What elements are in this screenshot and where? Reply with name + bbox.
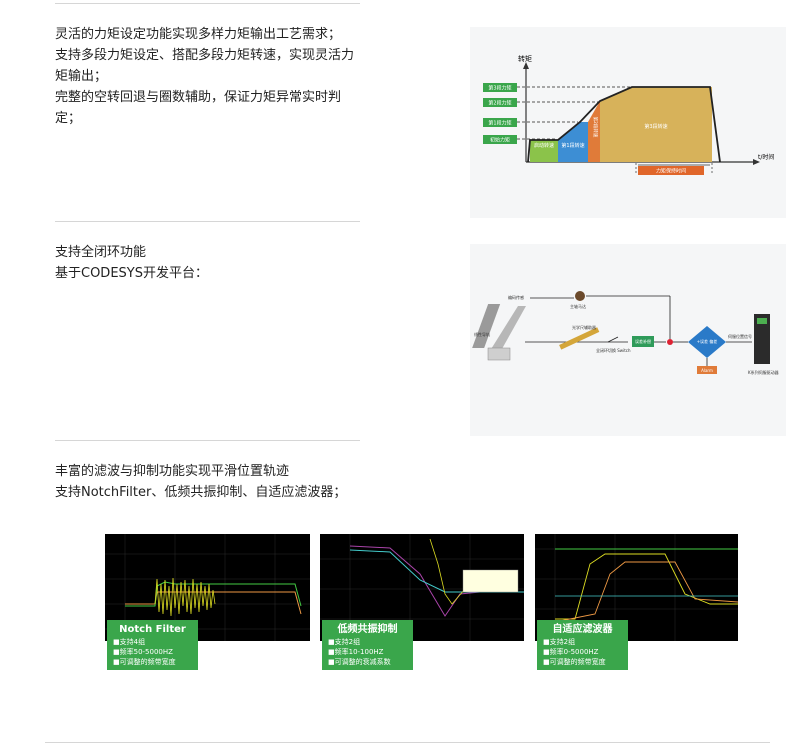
drive-label: K系列伺服驱动器 [748,369,779,375]
low-frequency-caption: 低频共振抑制 ■支持2组 ■频率10-100HZ ■可调整的衰减系数 [322,620,413,670]
x-axis-label: t/时间 [758,153,774,161]
caption-item: ■可调整的频带宽度 [113,658,176,666]
divider-1 [55,221,360,222]
closed-loop-description: 支持全闭环功能 基于CODESYS开发平台： [55,242,355,284]
caption-title: 低频共振抑制 [337,624,398,635]
text-line: 丰富的滤波与抑制功能实现平滑位置轨迹 [55,464,290,479]
caption-title: 自适应滤波器 [552,624,613,635]
svg-text:力矩保持时间: 力矩保持时间 [656,168,686,175]
svg-text:第3段力矩: 第3段力矩 [488,85,511,92]
caption-item: ■频率50-5000HZ [113,648,173,656]
divider-2 [55,440,360,441]
svg-text:第2段力矩: 第2段力矩 [488,100,511,107]
servo-drive-icon [754,314,770,364]
text-line: 完整的空转回退与圈数辅助，保证力矩异常实时判定； [55,90,342,126]
scale-label: 光学尺辅助器 [572,324,596,330]
text-line: 支持全闭环功能 [55,245,147,260]
svg-text:Alarm: Alarm [701,368,713,373]
level-labels: 第3段力矩 第2段力矩 第1段力矩 初始力矩 [483,83,517,144]
linear-label: 线性导轨 [474,331,490,337]
output-label: 伺服位置信号 [728,333,752,339]
svg-text:初始力矩: 初始力矩 [490,137,510,144]
motor-icon [575,291,585,301]
caption-title: Notch Filter [119,624,186,635]
svg-text:第2段转速: 第2段转速 [592,117,599,138]
text-line: 支持NotchFilter、低频共振抑制、自适应滤波器； [55,485,347,500]
hold-time-badge [638,166,704,175]
alarm-box [697,366,717,374]
text-line: 灵活的力矩设定功能实现多样力矩输出工艺需求； [55,27,342,42]
zone-2 [588,101,600,162]
svg-text:第3段转速: 第3段转速 [644,123,667,130]
zone-1 [558,122,588,162]
caption-item: ■可调整的衰减系数 [328,658,391,666]
caption-item: ■频率0-5000HZ [543,648,599,656]
adaptive-filter-caption: 自适应滤波器 ■支持2组 ■频率0-5000HZ ■可调整的频带宽度 [537,620,628,670]
caption-item: ■可调整的频带宽度 [543,658,606,666]
caption-item: ■支持4组 [113,638,146,646]
svg-text:+误差 偏差: +误差 偏差 [697,338,718,344]
divider-top [55,3,360,4]
svg-text:第1段力矩: 第1段力矩 [488,120,511,127]
torque-diagram: 转矩 t/时间 第3段力矩 第2段力矩 第1段力矩 初始力矩 启动转速 第1段转… [470,27,786,218]
closed-loop-diagram: 编码传感 线性导轨 主轴马达 光学尺辅助器 全闭环切换 Switch 误差补偿 … [470,244,786,436]
torque-curve [527,86,721,163]
svg-text:第1段转速: 第1段转速 [561,142,584,149]
switch-label: 全闭环切换 Switch [596,347,631,353]
optical-scale-icon [559,327,600,350]
caption-item: ■支持2组 [543,638,576,646]
caption-item: ■频率10-100HZ [328,648,384,656]
torque-description: 灵活的力矩设定功能实现多样力矩输出工艺需求； 支持多段力矩设定、搭配多段力矩转速… [55,24,355,129]
filter-description: 丰富的滤波与抑制功能实现平滑位置轨迹 支持NotchFilter、低频共振抑制、… [55,461,385,503]
encoder-label: 编码传感 [508,294,524,300]
svg-text:启动转速: 启动转速 [534,142,554,149]
divider-bottom [45,742,770,743]
text-line: 支持多段力矩设定、搭配多段力矩转速，实现灵活力矩输出； [55,48,355,84]
motor-label: 主轴马达 [570,303,586,309]
summing-node [667,339,673,345]
error-check-diamond [688,326,726,358]
y-axis-label: 转矩 [518,54,532,63]
linear-stage-icon [472,304,526,361]
zone-start [530,140,558,162]
svg-text:误差补偿: 误差补偿 [635,338,651,344]
notch-filter-caption: Notch Filter ■支持4组 ■频率50-5000HZ ■可调整的频带宽… [107,620,198,670]
zone-3 [600,87,712,162]
text-line: 基于CODESYS开发平台： [55,266,208,281]
caption-item: ■支持2组 [328,638,361,646]
compensation-box [632,336,654,347]
